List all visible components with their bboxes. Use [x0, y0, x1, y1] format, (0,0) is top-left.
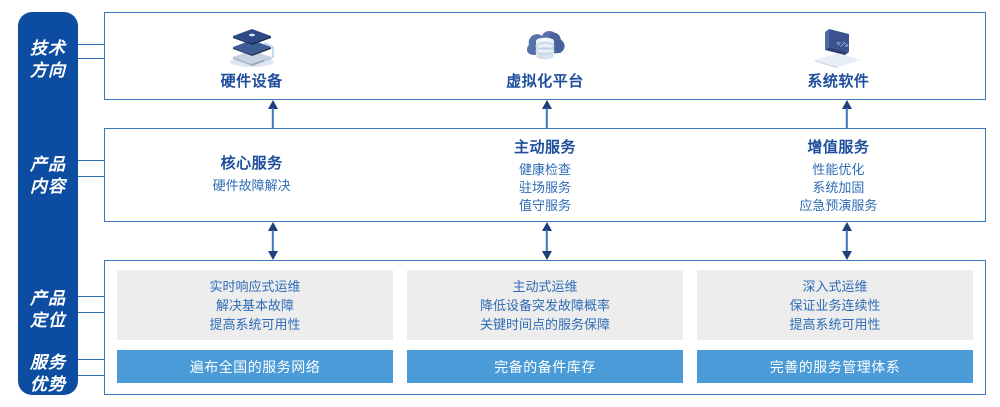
content-column-proactive-service[interactable]: 主动服务 健康检查 驻场服务 值守服务: [398, 129, 691, 221]
connector-stub: [78, 44, 106, 45]
connector-stub: [78, 160, 106, 161]
positioning-line: 关键时间点的服务保障: [479, 316, 610, 332]
cloud-database-icon: [514, 19, 576, 69]
bottom-column-2: 主动式运维 降低设备突发故障概率 关键时间点的服务保障 完备的备件库存: [407, 270, 683, 383]
arrow-up-icon: [266, 100, 280, 133]
sidebar-label-line1: 技术: [30, 39, 66, 58]
category-sidebar: 技术 方向 产品 内容 产品 定位 服务 优势: [18, 12, 78, 395]
bottom-column-1: 实时响应式运维 解决基本故障 提高系统可用性 遍布全国的服务网络: [117, 270, 393, 383]
sidebar-item-product-content: 产品 内容: [18, 154, 78, 198]
sidebar-label-line1: 产品: [30, 289, 66, 308]
server-stack-icon: [221, 19, 283, 69]
arrow-up-icon: [840, 100, 854, 133]
sidebar-label-line1: 服务: [30, 353, 66, 372]
sidebar-label-line2: 方向: [30, 61, 66, 80]
content-line: 值守服务: [518, 197, 571, 213]
content-line: 应急预演服务: [799, 197, 878, 213]
content-line: 系统加固: [812, 179, 865, 195]
sidebar-label-line2: 内容: [30, 177, 66, 196]
laptop-code-icon: </>: [807, 19, 869, 69]
advantage-bar-spare-parts[interactable]: 完备的备件库存: [407, 350, 683, 383]
positioning-box-proactive[interactable]: 主动式运维 降低设备突发故障概率 关键时间点的服务保障: [407, 270, 683, 340]
content-title-proactive: 主动服务: [513, 138, 576, 156]
connector-stub: [78, 359, 106, 360]
sidebar-label-line2: 优势: [30, 375, 66, 394]
tech-column-virtualization[interactable]: 虚拟化平台: [398, 13, 691, 99]
content-line: 硬件故障解决: [212, 177, 291, 193]
content-line: 驻场服务: [518, 179, 571, 195]
positioning-line: 保证业务连续性: [789, 297, 881, 313]
content-title-value-added: 增值服务: [807, 138, 870, 156]
positioning-box-deep[interactable]: 深入式运维 保证业务连续性 提高系统可用性: [697, 270, 973, 340]
positioning-box-realtime[interactable]: 实时响应式运维 解决基本故障 提高系统可用性: [117, 270, 393, 340]
advantage-bar-service-network[interactable]: 遍布全国的服务网络: [117, 350, 393, 383]
tech-label-virtualization: 虚拟化平台: [506, 73, 584, 90]
connector-stub: [78, 375, 106, 376]
connector-stub: [78, 296, 106, 297]
connector-stub: [78, 312, 106, 313]
positioning-line: 提高系统可用性: [209, 316, 301, 332]
positioning-line: 提高系统可用性: [789, 316, 881, 332]
positioning-line: 实时响应式运维: [209, 278, 301, 294]
positioning-advantage-panel: 实时响应式运维 解决基本故障 提高系统可用性 遍布全国的服务网络 主动式运维 降…: [104, 260, 986, 395]
connector-stub: [78, 176, 106, 177]
content-line: 健康检查: [518, 161, 571, 177]
tech-label-hardware: 硬件设备: [220, 73, 283, 90]
positioning-line: 解决基本故障: [215, 297, 294, 313]
content-title-core: 核心服务: [220, 154, 283, 172]
svg-text:</>: </>: [836, 39, 850, 50]
arrow-up-icon: [540, 100, 554, 133]
bottom-column-3: 深入式运维 保证业务连续性 提高系统可用性 完善的服务管理体系: [697, 270, 973, 383]
connector-stub: [78, 58, 106, 59]
positioning-line: 降低设备突发故障概率: [479, 297, 610, 313]
tech-label-system-software: 系统软件: [807, 73, 870, 90]
content-column-core-service[interactable]: 核心服务 硬件故障解决: [105, 129, 398, 221]
positioning-line: 深入式运维: [802, 278, 868, 294]
sidebar-label-line1: 产品: [30, 155, 66, 174]
arrow-bidirectional-icon: [840, 222, 854, 265]
content-column-value-added-service[interactable]: 增值服务 性能优化 系统加固 应急预演服务: [692, 129, 985, 221]
sidebar-item-service-advantage: 服务 优势: [18, 352, 78, 396]
sidebar-item-tech-direction: 技术 方向: [18, 38, 78, 82]
positioning-line: 主动式运维: [512, 278, 578, 294]
arrow-bidirectional-icon: [540, 222, 554, 265]
sidebar-label-line2: 定位: [30, 311, 66, 330]
sidebar-item-product-positioning: 产品 定位: [18, 288, 78, 332]
arrow-bidirectional-icon: [266, 222, 280, 265]
content-line: 性能优化: [812, 161, 865, 177]
tech-direction-panel: 硬件设备 虚拟化平台: [104, 12, 986, 100]
tech-column-hardware[interactable]: 硬件设备: [105, 13, 398, 99]
advantage-bar-management-system[interactable]: 完善的服务管理体系: [697, 350, 973, 383]
tech-column-system-software[interactable]: </> 系统软件: [692, 13, 985, 99]
product-content-panel: 核心服务 硬件故障解决 主动服务 健康检查 驻场服务 值守服务 增值服务 性能优…: [104, 128, 986, 222]
